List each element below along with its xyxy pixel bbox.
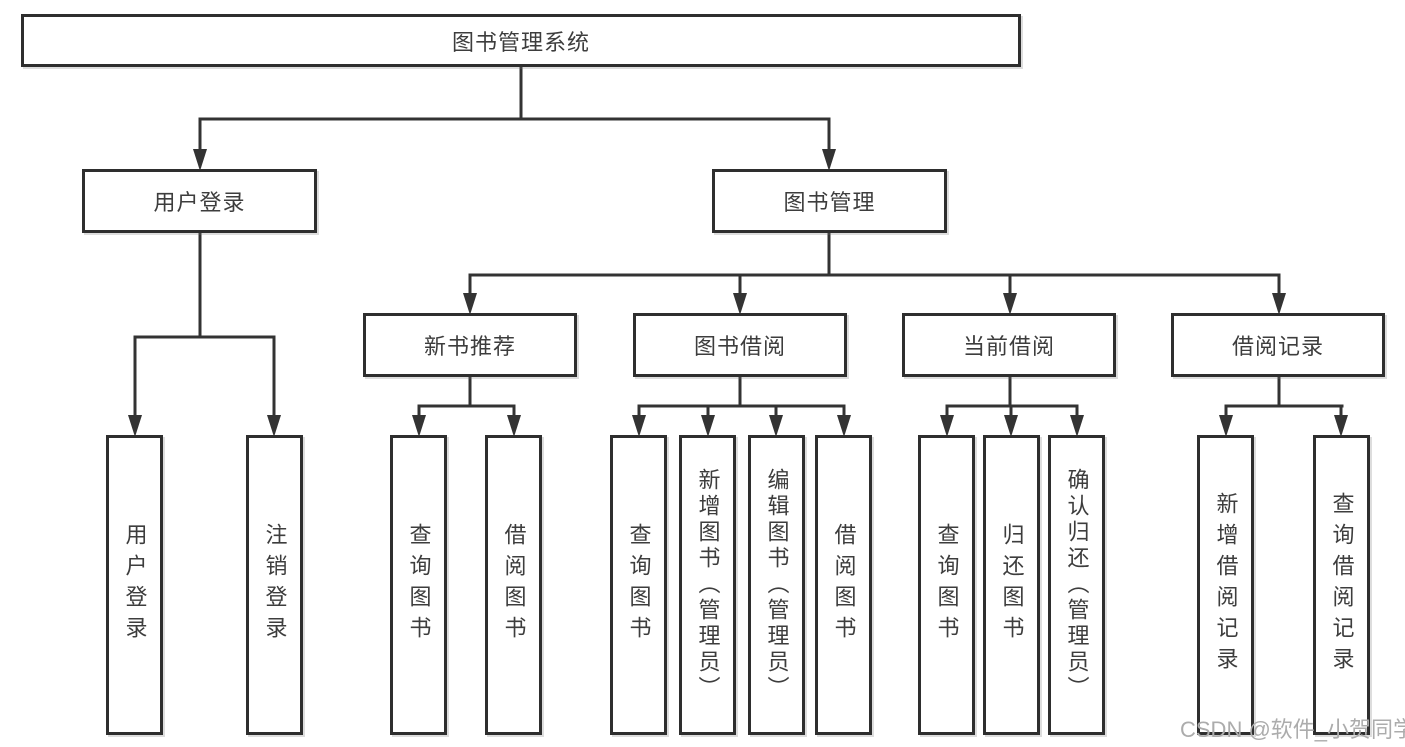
- node-book-borrowing: 图书借阅: [633, 313, 847, 377]
- node-new-book-recommend: 新书推荐: [363, 313, 577, 377]
- node-root-system: 图书管理系统: [21, 14, 1021, 67]
- leaf-user-login: 用户登录: [106, 435, 163, 735]
- csdn-watermark: CSDN @软件_小贺同学: [1180, 717, 1405, 742]
- node-borrowing-records: 借阅记录: [1171, 313, 1385, 377]
- node-user-login: 用户登录: [82, 169, 317, 233]
- node-book-management: 图书管理: [712, 169, 947, 233]
- node-current-borrowing: 当前借阅: [902, 313, 1116, 377]
- leaf-records-add-record: 新增借阅记录: [1197, 435, 1254, 735]
- leaf-current-confirm-return-admin: 确认归还（管理员）: [1048, 435, 1105, 735]
- leaf-newbook-query-books: 查询图书: [390, 435, 447, 735]
- leaf-borrow-borrow-books: 借阅图书: [815, 435, 872, 735]
- leaf-current-return-books: 归还图书: [983, 435, 1040, 735]
- leaf-logout: 注销登录: [246, 435, 303, 735]
- leaf-current-query-books: 查询图书: [918, 435, 975, 735]
- leaf-records-query-record: 查询借阅记录: [1313, 435, 1370, 735]
- leaf-borrow-add-books-admin: 新增图书（管理员）: [679, 435, 736, 735]
- leaf-borrow-edit-books-admin: 编辑图书（管理员）: [748, 435, 805, 735]
- leaf-newbook-borrow-books: 借阅图书: [485, 435, 542, 735]
- leaf-borrow-query-books: 查询图书: [610, 435, 667, 735]
